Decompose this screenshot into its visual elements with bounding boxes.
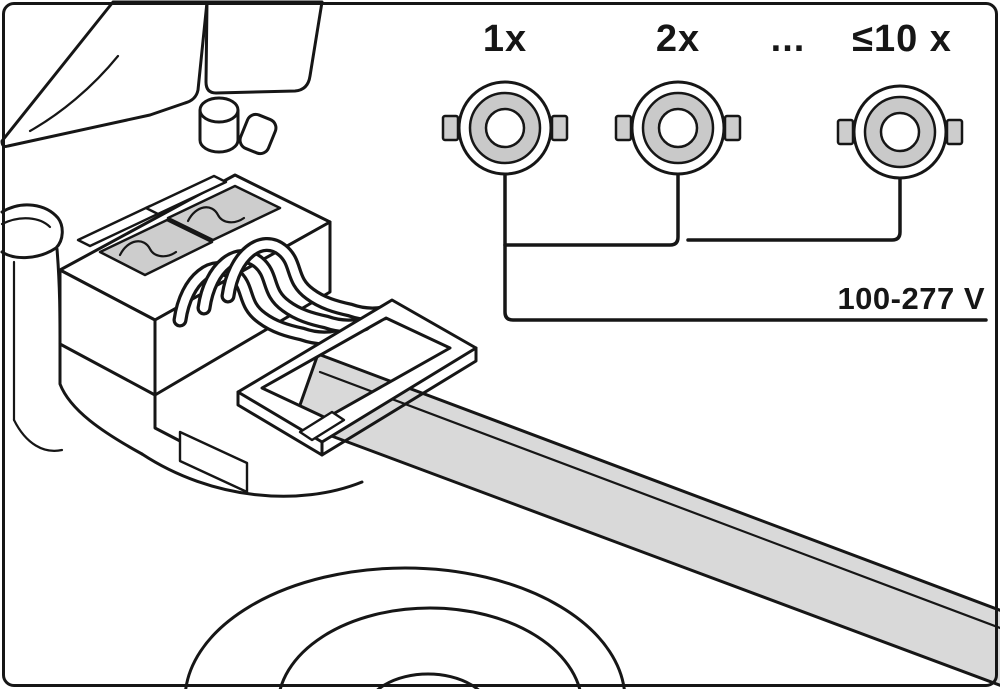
count-label-1x: 1x: [482, 18, 528, 60]
flat-cable: [292, 352, 1000, 687]
downlight-icon: [441, 80, 569, 176]
link-wire-1-2: [503, 172, 680, 247]
wiring-diagram: [441, 80, 988, 322]
downlight-housing: [0, 203, 626, 689]
count-label-max: ≤10 x: [852, 18, 952, 60]
link-wire-3: [686, 176, 902, 242]
terminal-block: [58, 173, 364, 498]
connection-wires: [172, 237, 396, 346]
voltage-label: 100-277 V: [837, 281, 985, 316]
count-ellipsis: ...: [770, 18, 806, 60]
count-label-2x: 2x: [655, 18, 701, 60]
push-in-terminal: [98, 218, 214, 277]
push-in-terminal: [166, 184, 282, 242]
cable-clamp: [236, 298, 478, 457]
downlight-icon: [836, 84, 964, 180]
background-lid: [0, 0, 324, 156]
downlight-icon: [614, 80, 742, 176]
supply-wire: [503, 172, 988, 322]
hinge-cylinder: [198, 96, 278, 156]
